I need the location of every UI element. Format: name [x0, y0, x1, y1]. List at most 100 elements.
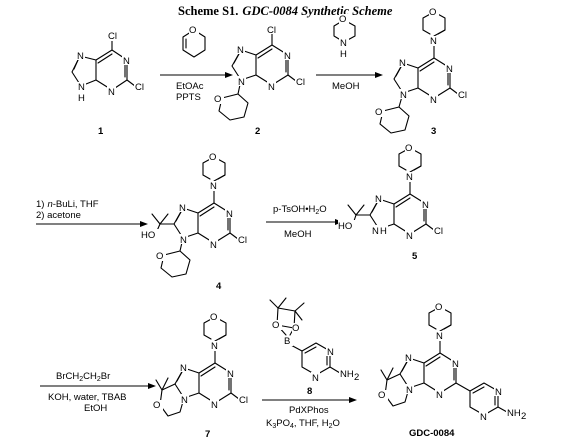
- text-fragment: 2: [315, 209, 319, 216]
- text-fragment: K: [266, 418, 273, 429]
- atom-label: O: [153, 400, 160, 411]
- reagent-5-dibromoethane: BrCH2CH2Br: [56, 371, 110, 383]
- text-fragment: Br: [101, 371, 111, 382]
- atom-label: N: [284, 51, 291, 62]
- atom-label: H: [340, 49, 347, 60]
- atom-label: N: [446, 64, 453, 75]
- atom-label: N: [227, 369, 234, 380]
- atom-label: N: [430, 95, 437, 106]
- text-fragment: 1): [36, 199, 44, 210]
- atom-label: Cl: [267, 25, 276, 36]
- text-fragment: , THF, H: [294, 418, 329, 429]
- atom-label: Cl: [239, 395, 248, 406]
- atom-label: N: [375, 194, 382, 205]
- atom-label: H: [78, 93, 85, 104]
- atom-label: N: [237, 45, 244, 56]
- compound-8-structure: O O B N N NH 2: [269, 297, 361, 384]
- reaction-arrow-6-head: [349, 397, 357, 403]
- atom-label: HO: [338, 221, 352, 232]
- atom-label: HO: [141, 230, 155, 241]
- dihydropyran-structure: O: [182, 25, 206, 58]
- atom-label: N: [406, 231, 413, 242]
- atom-label: B: [284, 336, 290, 347]
- compound-label-4: 4: [216, 281, 222, 292]
- scheme-title-prefix: Scheme S1.: [178, 4, 238, 18]
- atom-label: N: [452, 359, 459, 370]
- atom-label: N: [430, 36, 437, 47]
- compound-label-5: 5: [412, 251, 418, 262]
- morpholine-reagent-structure: O N H: [333, 14, 356, 60]
- atom-label: O: [378, 390, 385, 401]
- compound-4-structure: O N N N Cl N N HO O: [141, 152, 254, 278]
- reaction-arrow-3-head: [140, 221, 148, 227]
- atom-label: N: [400, 90, 407, 101]
- reagent-4-solvent: MeOH: [284, 229, 312, 240]
- text-fragment: 4: [290, 423, 294, 430]
- atom-label: N: [78, 82, 85, 93]
- gdc-0084-structure: O N N N N N O N N NH 2: [378, 302, 528, 423]
- text-fragment: 3: [272, 423, 276, 430]
- compound-3-structure: O N N N Cl N N O: [375, 7, 474, 134]
- atom-label: N: [268, 82, 275, 93]
- atom-label: N: [327, 347, 334, 358]
- reagent-5-base: KOH, water, TBAB: [48, 392, 127, 403]
- text-fragment: O: [332, 418, 339, 429]
- atom-label: N: [372, 226, 379, 237]
- text-fragment: -BuLi, THF: [53, 199, 99, 210]
- atom-label: N: [108, 87, 115, 98]
- compound-2-structure: Cl N N Cl N N O: [214, 24, 312, 121]
- scheme-title: Scheme S1. GDC-0084 Synthetic Scheme: [178, 4, 393, 18]
- text-fragment: 2: [329, 423, 333, 430]
- compound-7-structure: O N N N Cl N N O: [153, 312, 255, 417]
- scheme-title-main: GDC-0084 Synthetic Scheme: [242, 4, 392, 18]
- atom-label: N: [422, 200, 429, 211]
- atom-label: O: [210, 312, 217, 323]
- atom-label: N: [436, 331, 443, 342]
- atom-label: N: [405, 353, 412, 364]
- atom-label: N: [211, 341, 218, 352]
- atom-label: O: [429, 7, 436, 18]
- atom-label: O: [435, 302, 442, 313]
- atom-label: N: [406, 172, 413, 183]
- compound-5-structure: O N N N Cl N N H HO: [338, 143, 450, 242]
- atom-label: N: [436, 390, 443, 401]
- atom-label: N: [399, 58, 406, 69]
- text-fragment: O: [319, 204, 326, 215]
- atom-label: N: [238, 77, 245, 88]
- atom-label: Cl: [296, 77, 305, 88]
- reaction-arrow-1-head: [225, 72, 233, 78]
- atom-label: N: [181, 395, 188, 406]
- compound-1-structure: Cl N N Cl N N H: [71, 31, 151, 104]
- reagent-2-solvent: MeOH: [332, 81, 360, 92]
- atom-label: H: [380, 226, 387, 237]
- compound-label-7: 7: [205, 429, 210, 440]
- compound-label-gdc-0084: GDC-0084: [409, 428, 455, 439]
- text-fragment: BrCH: [56, 371, 79, 382]
- atom-label: O: [405, 143, 412, 154]
- atom-label: N: [406, 385, 413, 396]
- reagent-3-step2: 2) acetone: [36, 210, 81, 221]
- compound-label-3: 3: [431, 126, 436, 137]
- text-fragment: 2: [79, 376, 83, 383]
- atom-label: N: [123, 56, 130, 67]
- reagent-1-catalyst: PPTS: [176, 92, 201, 103]
- atom-label: N: [211, 400, 218, 411]
- text-fragment: p-TsOH•H: [273, 204, 316, 215]
- text-fragment: CH: [83, 371, 97, 382]
- atom-label: Cl: [238, 235, 247, 246]
- atom-label: O: [272, 320, 279, 331]
- text-fragment: 2: [97, 376, 101, 383]
- atom-label: O: [375, 107, 382, 118]
- atom-label: Cl: [108, 31, 117, 42]
- atom-label: O: [156, 251, 163, 262]
- atom-label: O: [339, 14, 346, 25]
- atom-label: Cl: [458, 90, 467, 101]
- atom-label: N: [180, 363, 187, 374]
- reaction-arrow-5-head: [148, 383, 156, 389]
- compound-label-2: 2: [255, 126, 260, 137]
- reagent-6-conditions: K3PO4, THF, H2O: [266, 418, 340, 430]
- atom-label: O: [189, 25, 196, 36]
- reagent-6-catalyst: PdXPhos: [289, 405, 329, 416]
- atom-label: N: [226, 209, 233, 220]
